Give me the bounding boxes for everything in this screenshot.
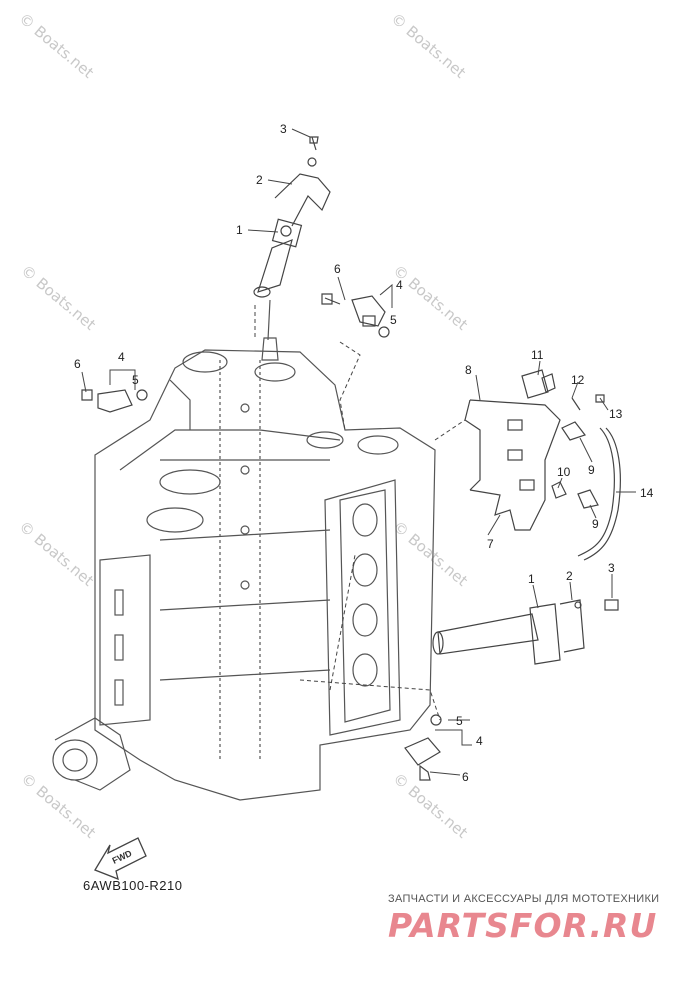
watermark: © Boats.net	[17, 769, 99, 842]
callout-11: 11	[531, 348, 544, 362]
callout-5: 5	[390, 313, 397, 327]
callout-6: 6	[462, 770, 469, 784]
callout-5: 5	[456, 714, 463, 728]
watermark: © Boats.net	[15, 9, 97, 82]
callout-1: 1	[236, 223, 243, 237]
callout-4: 4	[476, 734, 483, 748]
callout-1: 1	[528, 572, 535, 586]
leader-lines	[81, 128, 636, 776]
callout-3: 3	[608, 561, 615, 575]
callout-12: 12	[571, 373, 585, 387]
callout-4: 4	[396, 278, 403, 292]
callout-10: 10	[557, 465, 571, 479]
callout-8: 8	[465, 363, 472, 377]
callout-3: 3	[280, 122, 287, 136]
sensor-left	[81, 389, 148, 413]
bracket-assembly	[464, 369, 621, 561]
watermarks: © Boats.net © Boats.net © Boats.net © Bo…	[15, 9, 471, 842]
fwd-arrow: FWD	[94, 837, 147, 881]
engine-block	[52, 299, 436, 801]
callout-4: 4	[118, 350, 125, 364]
watermark: © Boats.net	[15, 517, 97, 590]
watermark: © Boats.net	[389, 261, 471, 334]
callout-6: 6	[334, 262, 341, 276]
watermark: © Boats.net	[387, 9, 469, 82]
watermark: © Boats.net	[17, 261, 99, 334]
callout-9: 9	[588, 463, 595, 477]
callout-2: 2	[566, 569, 573, 583]
callout-9: 9	[592, 517, 599, 531]
brand-logo[interactable]: PARTSFOR.RU	[388, 906, 658, 945]
callout-2: 2	[256, 173, 263, 187]
callout-5: 5	[132, 373, 139, 387]
callout-7: 7	[487, 537, 494, 551]
callout-labels: 3 2 1 6 4 5 4 5 6 8 11 12 13 9 10 14 9 7…	[74, 122, 654, 784]
sensor-lower	[404, 714, 442, 781]
callout-14: 14	[640, 486, 654, 500]
callout-6: 6	[74, 357, 81, 371]
diagram-code: 6AWB100-R210	[83, 878, 183, 893]
watermark: © Boats.net	[389, 517, 471, 590]
ignition-coil-top	[253, 136, 331, 298]
ignition-coil-right	[432, 599, 619, 665]
brand-tagline: ЗАПЧАСТИ И АКСЕССУАРЫ ДЛЯ МОТОТЕХНИКИ	[388, 893, 660, 905]
sensor-upper	[321, 293, 390, 338]
callout-13: 13	[609, 407, 623, 421]
